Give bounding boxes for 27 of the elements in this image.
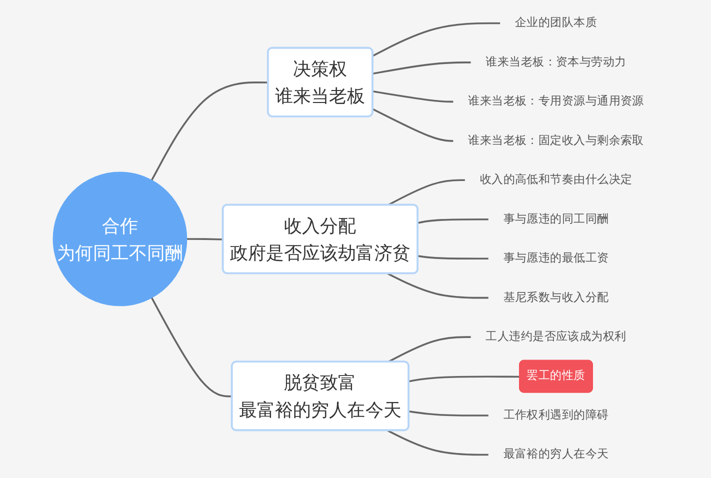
connector <box>150 82 268 181</box>
connector <box>372 90 454 103</box>
node-text: 最富裕的穷人在今天 <box>502 448 608 462</box>
connector <box>418 218 489 224</box>
node-text: 收入的高低和节奏由什么决定 <box>480 173 632 187</box>
connector <box>372 108 454 142</box>
node-text: 企业的团队本质 <box>514 16 597 30</box>
connector <box>372 62 471 75</box>
node-text: 谁来当老板：专用资源与通用资源 <box>468 94 644 108</box>
connector <box>387 430 489 456</box>
connector <box>418 255 489 260</box>
node-text: 谁来当老板：资本与劳动力 <box>485 55 626 69</box>
connector <box>372 22 500 57</box>
node-text: 工作权利遇到的障碍 <box>502 408 608 422</box>
connector <box>387 336 471 363</box>
node-circle: 合作 为何同工不同酬 <box>52 172 187 306</box>
connector <box>408 410 489 416</box>
node-text: 事与愿违的最低工资 <box>502 252 608 266</box>
node-text: 基尼系数与收入分配 <box>502 290 608 304</box>
connector <box>387 179 466 206</box>
node-text: 工人违约是否应该成为权利 <box>485 330 626 344</box>
node-text: 事与愿违的同工同酬 <box>502 212 608 226</box>
node-text: 谁来当老板：固定收入与剩余索取 <box>468 134 644 148</box>
connector <box>150 297 232 398</box>
connector <box>387 272 489 299</box>
connector <box>186 238 223 240</box>
connector <box>408 376 520 382</box>
